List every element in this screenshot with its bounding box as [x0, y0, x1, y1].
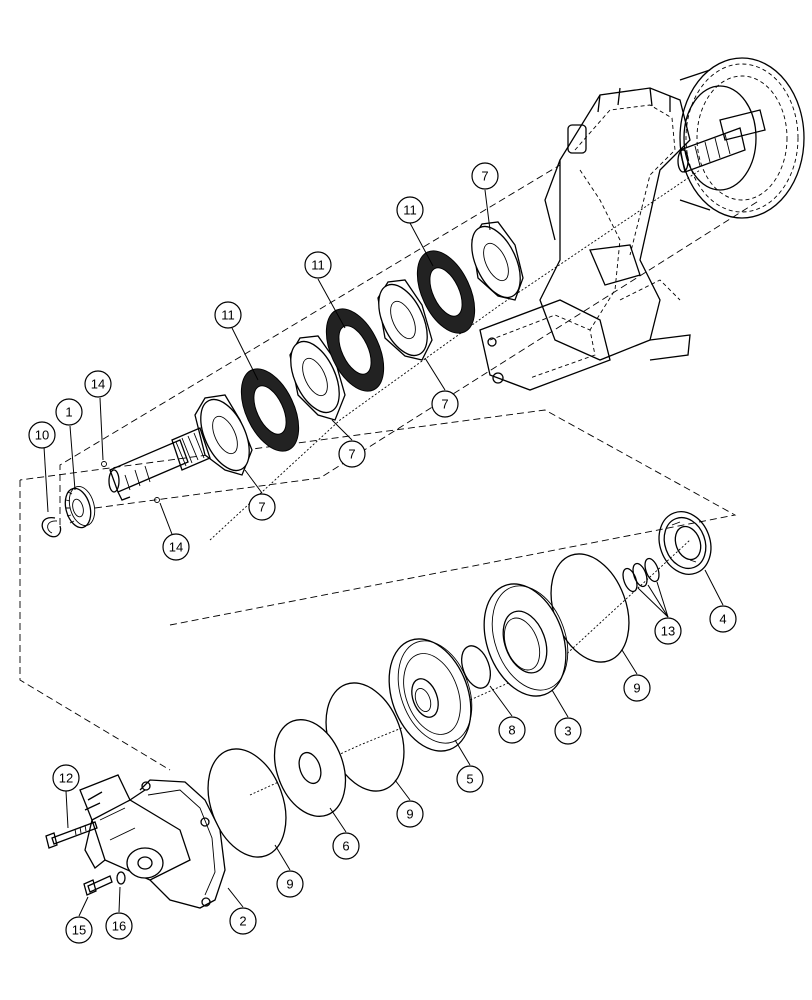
washer-16	[116, 871, 126, 885]
callout-12: 12	[52, 764, 80, 792]
callout-16: 16	[105, 912, 133, 940]
seal-ring-8	[461, 645, 491, 689]
callout-label: 6	[342, 839, 349, 854]
callout-label: 1	[65, 405, 72, 420]
retainer-4	[658, 511, 712, 575]
steel-plate-7-d	[471, 221, 524, 301]
callout-14-a: 14	[84, 370, 112, 398]
callout-label: 16	[112, 919, 126, 934]
callout-label: 14	[91, 377, 105, 392]
callout-7-a: 7	[471, 162, 499, 190]
assembly-guide-lines	[19, 164, 761, 796]
callout-5: 5	[456, 765, 484, 793]
bolt-15	[83, 875, 113, 896]
ball-14	[101, 461, 160, 503]
callout-label: 3	[564, 724, 571, 739]
callout-2: 2	[229, 907, 257, 935]
gear-1	[64, 485, 96, 529]
transmission-housing	[479, 57, 805, 391]
callout-13: 13	[654, 617, 682, 645]
piston-5	[388, 638, 473, 752]
callout-7-c: 7	[338, 440, 366, 468]
callout-label: 7	[441, 397, 448, 412]
cover-2	[79, 774, 226, 909]
snap-ring-10	[41, 517, 62, 538]
callout-11-b: 11	[304, 251, 332, 279]
callout-15: 15	[65, 916, 93, 944]
callout-label: 13	[661, 624, 675, 639]
callout-label: 7	[481, 169, 488, 184]
bolt-12	[45, 821, 98, 849]
callout-label: 2	[239, 914, 246, 929]
callout-1: 1	[55, 398, 83, 426]
callout-label: 12	[59, 771, 73, 786]
callout-10: 10	[28, 421, 56, 449]
callout-label: 11	[403, 203, 417, 218]
friction-disc-11-a	[240, 368, 300, 452]
callout-4: 4	[709, 605, 737, 633]
shaft-assembly	[108, 427, 211, 501]
callout-8: 8	[498, 716, 526, 744]
callout-label: 15	[72, 923, 86, 938]
o-rings-13	[622, 557, 660, 593]
callout-label: 7	[348, 447, 355, 462]
callout-label: 9	[633, 681, 640, 696]
callout-label: 11	[311, 258, 325, 273]
callout-11-c: 11	[214, 301, 242, 329]
callout-label: 9	[406, 807, 413, 822]
callout-label: 9	[286, 877, 293, 892]
friction-disc-11-b	[325, 308, 385, 392]
steel-plate-7-c	[377, 279, 433, 361]
callout-9-a: 9	[623, 674, 651, 702]
callout-6: 6	[332, 832, 360, 860]
clutch-pack-upper	[194, 221, 524, 476]
callout-label: 14	[169, 540, 183, 555]
callout-14-b: 14	[162, 533, 190, 561]
callout-7-b: 7	[431, 390, 459, 418]
friction-disc-11-c	[416, 250, 476, 334]
callout-label: 8	[508, 723, 515, 738]
callout-label: 10	[35, 428, 49, 443]
callout-11-a: 11	[396, 196, 424, 224]
callout-label: 5	[466, 772, 473, 787]
steel-plate-7-b	[289, 335, 346, 421]
leader-lines	[43, 189, 724, 917]
callout-label: 4	[719, 612, 726, 627]
callout-label: 11	[221, 308, 235, 323]
callout-9-b: 9	[396, 800, 424, 828]
callout-3: 3	[554, 717, 582, 745]
callout-label: 7	[258, 500, 265, 515]
callout-7-d: 7	[248, 493, 276, 521]
callout-9-c: 9	[276, 870, 304, 898]
washer-6	[273, 719, 347, 817]
piston-3	[483, 583, 569, 697]
